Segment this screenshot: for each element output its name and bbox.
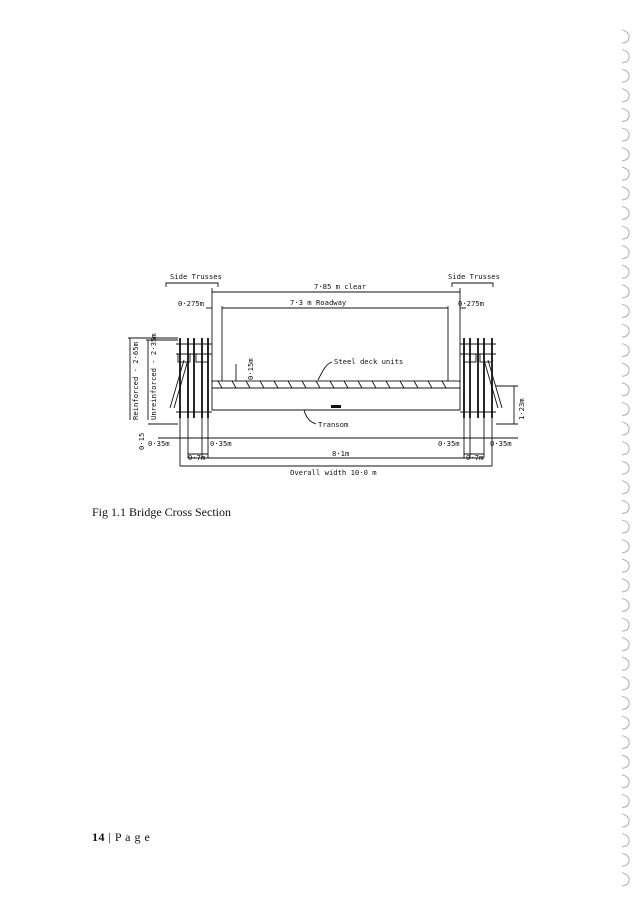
binding-ring [621, 68, 630, 83]
unreinforced-height-label: Unreinforced - 2·35m [149, 333, 158, 420]
binding-ring [621, 499, 630, 514]
steel-deck-units [211, 380, 461, 389]
dim-035-right-2-label: 0·35m [490, 439, 512, 448]
roadway-width-label: 7·3 m Roadway [290, 298, 347, 307]
steel-deck-leader [317, 361, 333, 381]
figure-caption: Fig 1.1 Bridge Cross Section [92, 505, 232, 519]
binding-ring [621, 343, 630, 358]
binding-ring [621, 401, 630, 416]
binding-ring [621, 362, 630, 377]
binding-ring [621, 754, 630, 769]
dim-035-left-2-label: 0·35m [210, 439, 232, 448]
dim-07-right-label: 0·7m [466, 453, 483, 462]
binding-ring [621, 205, 630, 220]
binding-ring [621, 637, 630, 652]
dim-015-top-label: 0·15m [246, 358, 255, 380]
right-side-truss [460, 338, 503, 418]
left-side-truss [169, 338, 212, 418]
binding-ring [621, 480, 630, 495]
binding-ring [621, 735, 630, 750]
clear-width-label: 7·85 m clear [314, 282, 367, 291]
binding-ring [621, 833, 630, 848]
reinforced-height-label: Reinforced - 2·65m [131, 342, 140, 420]
binding-ring [621, 441, 630, 456]
spiral-binding [621, 29, 630, 887]
binding-ring [621, 676, 630, 691]
bridge-cross-section-figure: Side Trusses Side Trusses 7·85 m clear 0… [128, 272, 526, 477]
binding-ring [621, 225, 630, 240]
binding-ring [621, 127, 630, 142]
dim-123-label: 1·23m [517, 398, 526, 420]
dim-07-left-label: 0·7m [188, 453, 205, 462]
binding-ring [621, 617, 630, 632]
page-footer: 14 | P a g e [92, 830, 150, 845]
binding-ring [621, 656, 630, 671]
transom-marker [331, 405, 341, 408]
binding-ring [621, 813, 630, 828]
binding-ring [621, 793, 630, 808]
footer-separator: | [108, 830, 112, 844]
side-trusses-right-bracket [451, 282, 494, 287]
binding-ring [621, 597, 630, 612]
dim-015-side-label: 0·15 [137, 433, 146, 450]
dim-035-right-1-label: 0·35m [438, 439, 460, 448]
binding-ring [621, 107, 630, 122]
dim-035-left-1-label: 0·35m [148, 439, 170, 448]
dim-0275-left-label: 0·275m [178, 299, 204, 308]
binding-ring [621, 558, 630, 573]
binding-ring [621, 245, 630, 260]
binding-ring [621, 578, 630, 593]
binding-ring [621, 49, 630, 64]
binding-ring [621, 695, 630, 710]
binding-ring [621, 166, 630, 181]
page-number: 14 [92, 830, 105, 844]
binding-ring [621, 382, 630, 397]
binding-ring [621, 303, 630, 318]
binding-ring [621, 852, 630, 867]
page-label: P a g e [114, 830, 151, 844]
side-trusses-left-label: Side Trusses [170, 272, 222, 281]
binding-ring [621, 88, 630, 103]
binding-ring [621, 519, 630, 534]
binding-ring [621, 872, 630, 887]
binding-ring [621, 186, 630, 201]
binding-ring [621, 421, 630, 436]
binding-ring [621, 774, 630, 789]
binding-ring [621, 323, 630, 338]
binding-ring [621, 284, 630, 299]
transom-label: Transom [318, 420, 348, 429]
overall-width-label: Overall width 10·0 m [290, 468, 377, 477]
binding-ring [621, 715, 630, 730]
binding-ring [621, 147, 630, 162]
side-trusses-left-bracket [165, 282, 219, 287]
binding-ring [621, 264, 630, 279]
binding-ring [621, 29, 630, 44]
transom-leader [303, 409, 317, 425]
dim-0275-right-label: 0·275m [458, 299, 484, 308]
binding-ring [621, 460, 630, 475]
steel-deck-units-label: Steel deck units [334, 357, 403, 366]
side-trusses-right-label: Side Trusses [448, 272, 500, 281]
binding-ring [621, 539, 630, 554]
dim-81-label: 8·1m [332, 449, 349, 458]
